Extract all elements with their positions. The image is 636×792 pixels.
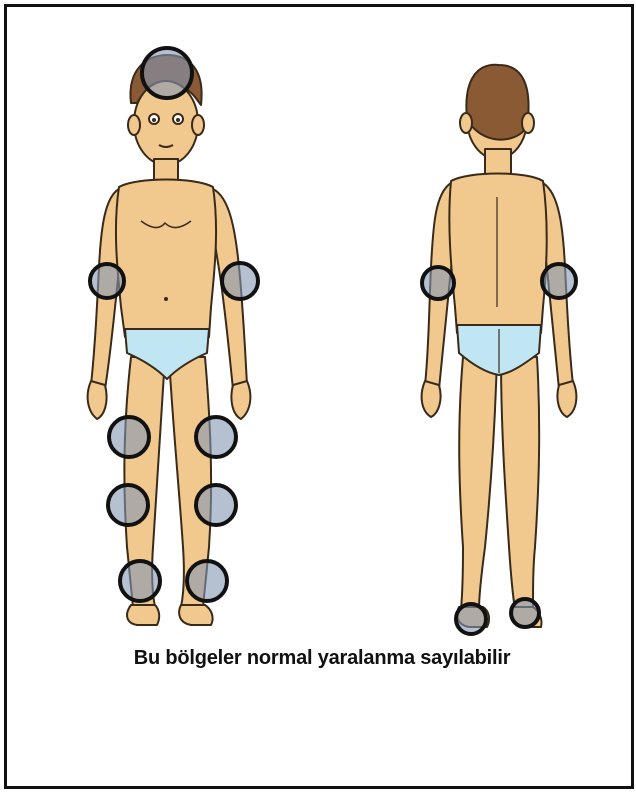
front-figure: [88, 55, 251, 625]
front-torso: [116, 180, 216, 338]
front-foot-right: [127, 605, 159, 625]
front-neck: [154, 159, 178, 181]
back-figure: [422, 65, 577, 627]
marker-front-right-shin: [120, 561, 160, 601]
front-hand-left: [231, 381, 250, 419]
marker-back-right-heel: [456, 604, 486, 634]
marker-front-right-knee: [108, 485, 148, 525]
back-leg-left: [501, 357, 539, 609]
marker-front-head: [142, 48, 192, 98]
marker-front-left-knee: [196, 485, 236, 525]
marker-back-left-upper-arm: [542, 264, 576, 298]
marker-front-left-upper-arm: [222, 263, 258, 299]
marker-back-left-heel: [511, 599, 539, 627]
marker-front-left-shin: [187, 561, 227, 601]
front-hand-right: [88, 381, 107, 419]
front-foot-left: [179, 605, 212, 625]
back-hand-right: [422, 381, 441, 417]
back-leg-right: [459, 357, 497, 609]
marker-back-right-upper-arm: [422, 267, 454, 299]
marker-front-right-thigh: [109, 417, 149, 457]
body-diagram: [7, 7, 636, 792]
back-hand-left: [557, 381, 576, 417]
marker-front-left-thigh: [196, 417, 236, 457]
marker-front-right-upper-arm: [90, 264, 124, 298]
front-ear-right: [128, 115, 140, 135]
back-torso: [449, 174, 546, 334]
back-hair: [466, 65, 528, 140]
front-ear-left: [192, 115, 204, 135]
caption-text: Bu bölgeler normal yaralanma sayılabilir: [7, 647, 636, 670]
diagram-frame: Bu bölgeler normal yaralanma sayılabilir: [4, 4, 634, 789]
